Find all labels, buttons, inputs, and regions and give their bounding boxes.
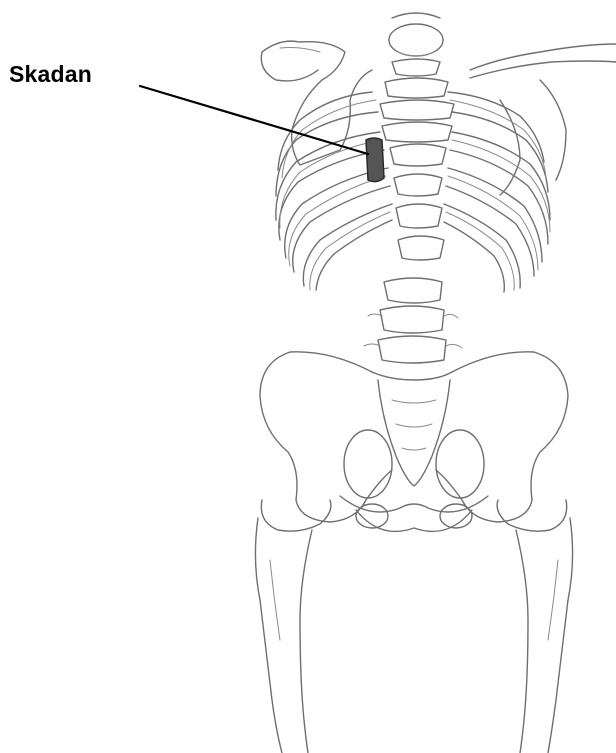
ribcage-right bbox=[444, 92, 550, 292]
ribcage-left bbox=[276, 92, 392, 290]
right-femur bbox=[516, 518, 573, 753]
callout-label: Skadan bbox=[9, 63, 92, 86]
cervical-vertebrae bbox=[380, 59, 454, 260]
lumbar-vertebrae bbox=[364, 278, 462, 363]
skull-base bbox=[389, 13, 443, 56]
pelvis bbox=[260, 352, 568, 532]
callout-leader-line bbox=[140, 86, 368, 154]
right-scapula bbox=[470, 44, 616, 195]
left-femur bbox=[255, 518, 312, 753]
injury-marker bbox=[366, 138, 384, 182]
